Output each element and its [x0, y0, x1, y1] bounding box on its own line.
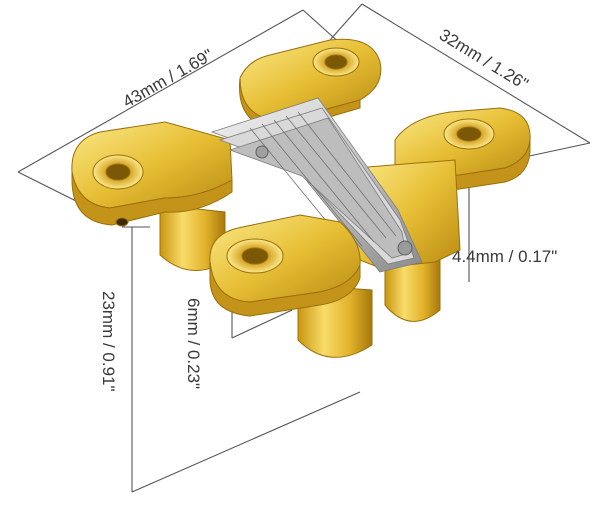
pivot-pin [397, 240, 413, 256]
width-dim-line [361, 3, 591, 144]
hinge-body [71, 38, 531, 358]
steel-linkage [210, 97, 423, 273]
thickness-ext-bottom [231, 309, 293, 339]
hole-diameter-label: 4.4mm / 0.17" [452, 247, 557, 266]
width-label: 32mm / 1.26" [436, 25, 532, 94]
height-ext-bottom [131, 391, 361, 493]
left-pin-hole [115, 217, 129, 227]
dimension-lines [17, 3, 591, 493]
length-dim-line [17, 9, 304, 173]
width-ext-left [329, 3, 363, 41]
length-label: 43mm / 1.69" [120, 45, 217, 111]
height-label: 23mm / 0.91" [99, 291, 118, 392]
thickness-label: 6mm / 0.23" [184, 298, 203, 389]
width-ext-right [519, 142, 591, 159]
